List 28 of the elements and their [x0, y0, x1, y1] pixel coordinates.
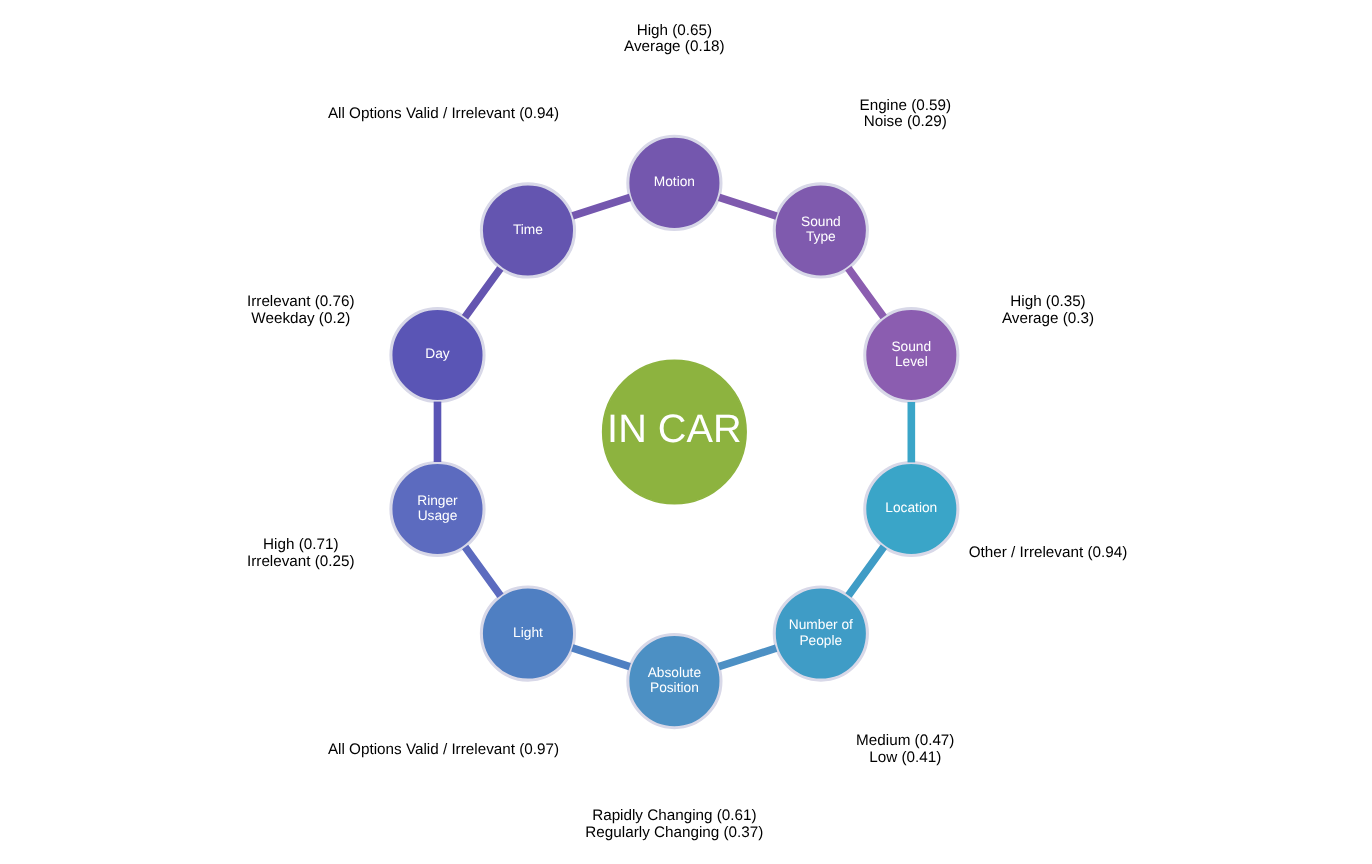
node-label: Low (0.41) — [868, 748, 941, 767]
node-label: Average (0.18) — [623, 37, 724, 56]
connector — [716, 644, 777, 671]
connector — [716, 193, 777, 220]
connector — [844, 266, 886, 320]
node-label: Engine (0.59) — [858, 95, 951, 114]
node-label: Regularly Changing (0.37) — [584, 823, 763, 842]
node-label: Other / Irrelevant (0.94) — [967, 543, 1127, 562]
node-circle: IN CAR — [600, 359, 746, 505]
connector — [460, 266, 503, 320]
connector — [906, 402, 915, 463]
connector — [570, 193, 631, 220]
node-label: Medium (0.47) — [855, 731, 954, 750]
node-label: Average (0.3) — [1000, 308, 1094, 327]
node-label: All Options Valid / Irrelevant (0.97) — [326, 739, 559, 758]
node-label: Rapidly Changing (0.61) — [591, 806, 756, 825]
node-label: High (0.71) — [262, 534, 338, 553]
connector — [844, 544, 886, 598]
node-label: Noise (0.29) — [862, 112, 946, 131]
node-label: All Options Valid / Irrelevant (0.94) — [326, 104, 559, 123]
node-label: Irrelevant (0.76) — [245, 292, 354, 311]
node-label: High (0.35) — [1009, 292, 1085, 311]
node-label: Weekday (0.2) — [250, 308, 350, 327]
connector — [570, 644, 630, 671]
node-label: Irrelevant (0.25) — [245, 551, 354, 570]
connector — [432, 401, 441, 462]
connector — [461, 544, 503, 598]
node-label: High (0.65) — [635, 20, 712, 39]
